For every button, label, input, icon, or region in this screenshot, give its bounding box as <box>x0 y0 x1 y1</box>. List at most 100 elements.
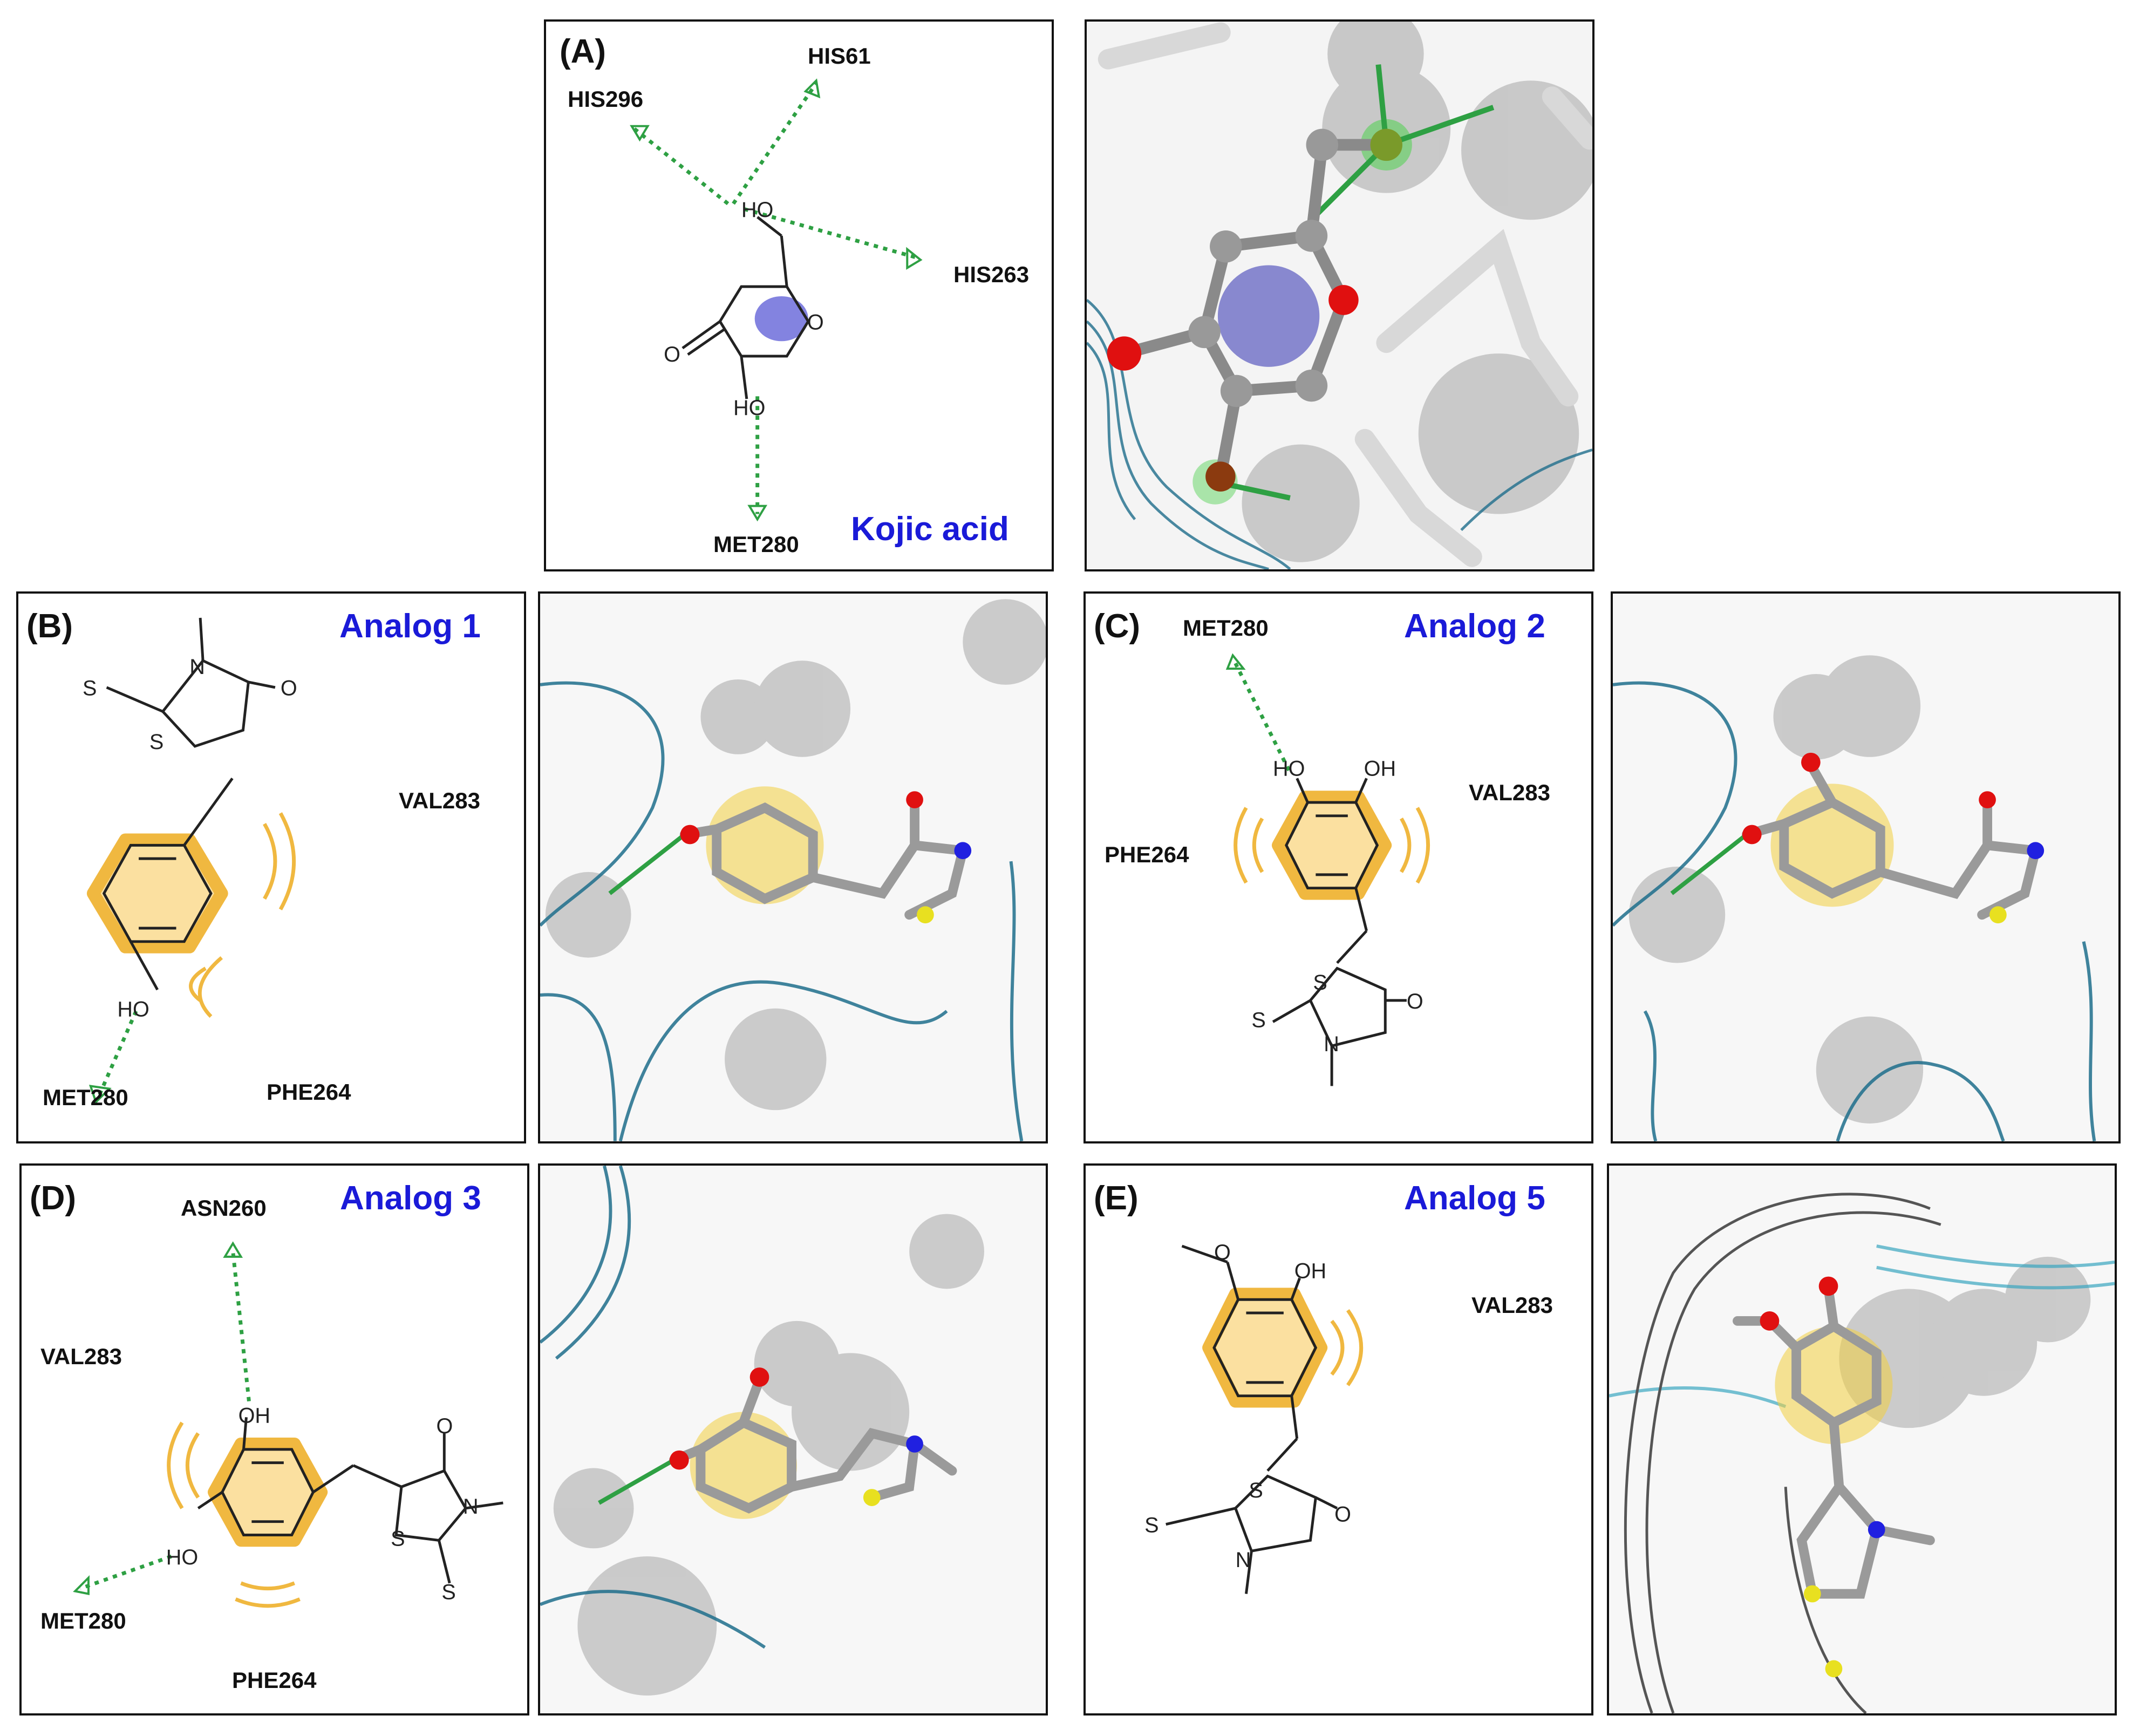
residue-met280: MET280 <box>43 1085 128 1110</box>
residue-val283: VAL283 <box>40 1344 122 1369</box>
compound-name-a: Kojic acid <box>851 510 1009 548</box>
residue-his296: HIS296 <box>568 86 644 112</box>
atom-ho-top: HO <box>741 198 773 222</box>
compound-name-e: Analog 5 <box>1404 1180 1545 1217</box>
analog3-structure <box>197 1417 503 1584</box>
panel-a-3d <box>1085 19 1594 571</box>
analog3-3d-render <box>540 1166 984 1696</box>
compound-name-b: Analog 1 <box>339 608 481 645</box>
hbond-his263 <box>743 207 916 259</box>
panel-tag-e: (E) <box>1094 1180 1139 1217</box>
analog2-3d-render <box>1613 655 2096 1141</box>
ligand-bonds <box>679 798 969 920</box>
residue-sticks <box>1098 22 1592 567</box>
analog1-3d-render <box>540 599 1046 1141</box>
panel-e-3d <box>1607 1163 2117 1715</box>
analog5-structure <box>1166 1244 1338 1594</box>
analog3-interaction-diagram: OH HO O N S S <box>73 1241 503 1608</box>
atom-ho: HO <box>166 1546 198 1569</box>
analog1-structure <box>102 617 276 991</box>
atom-ho-bottom: HO <box>733 396 765 420</box>
panel-tag-c: (C) <box>1094 608 1141 645</box>
hbond-arrowhead <box>88 1085 112 1104</box>
analog1-interaction-diagram: S N O S HO <box>83 617 297 1104</box>
aromatic-centroid-3d <box>1217 265 1320 367</box>
panel-c-2d: HO OH S S N O (C) Analog 2 MET280 VAL283… <box>1083 591 1593 1143</box>
hbond-vector <box>608 833 686 895</box>
atom-s-thione: S <box>441 1580 455 1604</box>
hydrophobic-arcs <box>189 812 296 1018</box>
aromatic-halo <box>1202 1288 1328 1408</box>
aromatic-halo <box>86 833 228 954</box>
kojic-acid-interaction-diagram: HO HO O O <box>630 78 923 522</box>
atom-n: N <box>189 655 205 679</box>
residue-met280: MET280 <box>1183 615 1269 641</box>
atom-s-ring: S <box>1249 1479 1263 1502</box>
atom-o: O <box>1334 1503 1351 1527</box>
atom-n: N <box>463 1495 479 1519</box>
atom-s-thione: S <box>83 677 97 700</box>
panel-tag-a: (A) <box>560 33 606 70</box>
panel-e-2d: O OH S S N O (E) Analog 5 VAL283 <box>1083 1163 1593 1715</box>
panel-a-2d: HO HO O O (A) HIS61 HIS296 HIS263 MET280… <box>544 19 1054 571</box>
hbond-vector <box>1670 833 1748 895</box>
hbond-met280 <box>97 1010 138 1098</box>
analog5-interaction-diagram: O OH S S N O <box>1144 1241 1363 1594</box>
aromatic-centroid <box>754 296 808 342</box>
hbond-his61 <box>732 82 818 205</box>
atom-ho: HO <box>117 998 149 1022</box>
hbond-lines <box>633 82 916 514</box>
hbond-his296 <box>633 127 730 206</box>
hydrophobic-arcs <box>167 1421 301 1608</box>
hbond-met280 <box>1234 662 1291 772</box>
aromatic-centroid-3d <box>1775 1326 1893 1444</box>
kojic-structure <box>682 216 810 399</box>
residue-phe264: PHE264 <box>1105 842 1189 867</box>
analog2-structure <box>1272 778 1407 1086</box>
atom-s-ring: S <box>149 730 163 754</box>
atom-s-thione: S <box>1251 1008 1265 1032</box>
residue-val283: VAL283 <box>1471 1292 1553 1318</box>
atom-n: N <box>1236 1548 1251 1572</box>
residue-asn260: ASN260 <box>181 1195 267 1221</box>
hbond-lines <box>79 1251 251 1590</box>
atom-o: O <box>1407 990 1423 1013</box>
residue-met280: MET280 <box>40 1608 126 1633</box>
residue-val283: VAL283 <box>399 788 480 813</box>
atom-n: N <box>1324 1032 1339 1056</box>
hydrophobic-arcs <box>1330 1309 1363 1386</box>
analog5-3d-render <box>1609 1193 2115 1713</box>
ribbon-mesh-light <box>1609 1244 2115 1408</box>
aromatic-halo <box>1272 791 1392 900</box>
atom-oh: OH <box>238 1404 270 1427</box>
atom-o: O <box>281 677 297 700</box>
atom-o-methoxy: O <box>1214 1241 1231 1264</box>
ribbon-mesh <box>540 1166 766 1649</box>
ligand-bonds <box>1733 1284 1935 1599</box>
hbond-vector <box>598 1458 675 1505</box>
panel-b-3d <box>538 591 1048 1143</box>
compound-name-c: Analog 2 <box>1404 608 1545 645</box>
ribbon-mesh-gray <box>1624 1193 1941 1713</box>
analog2-interaction-diagram: HO OH S S N O <box>1225 653 1430 1086</box>
residue-val283: VAL283 <box>1469 780 1550 805</box>
panel-d-2d: OH HO O N S S (D) Analog 3 ASN260 VAL283… <box>19 1163 529 1715</box>
panel-c-3d <box>1611 591 2121 1143</box>
aromatic-halo <box>208 1438 328 1547</box>
atom-o-ring: O <box>807 310 824 334</box>
atom-s-thione: S <box>1144 1514 1159 1537</box>
kojic-acid-3d-render <box>1087 22 1592 569</box>
atom-s-ring: S <box>1313 971 1327 995</box>
panel-d-3d <box>538 1163 1048 1715</box>
atom-oh: OH <box>1364 757 1396 780</box>
hbond-arrowheads <box>73 1241 243 1595</box>
atom-o: O <box>436 1414 453 1438</box>
residue-met280: MET280 <box>713 532 799 557</box>
atom-o-keto: O <box>664 343 680 366</box>
compound-name-d: Analog 3 <box>340 1180 481 1217</box>
hbond-arrowhead <box>1225 653 1246 670</box>
hydrophobic-arcs <box>1234 807 1430 884</box>
residue-phe264: PHE264 <box>232 1667 317 1693</box>
panel-tag-d: (D) <box>30 1180 77 1217</box>
residue-phe264: PHE264 <box>267 1079 351 1105</box>
